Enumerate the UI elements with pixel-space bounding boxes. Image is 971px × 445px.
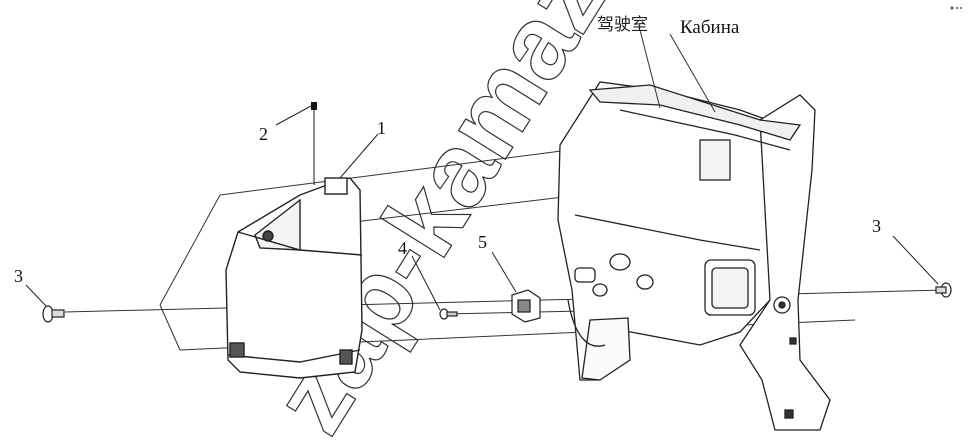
caption-leaders	[639, 29, 716, 113]
callout-3-left: 3	[14, 266, 23, 286]
bolt-part-3-right	[935, 282, 952, 298]
callout-1: 1	[377, 118, 386, 138]
bolt-part-3-left	[42, 305, 65, 323]
callout-3-right: 3	[872, 216, 881, 236]
clip-part-5	[511, 289, 541, 323]
caption-ru: Кабина	[680, 17, 740, 38]
caption-cn: 驾驶室	[597, 15, 648, 35]
callout-leaders	[25, 105, 939, 311]
corner-mark	[956, 7, 958, 9]
callout-4: 4	[398, 238, 407, 258]
corner-panel-part	[225, 177, 363, 379]
callout-5: 5	[478, 232, 487, 252]
callout-2: 2	[259, 124, 268, 144]
screw-part-2	[311, 102, 317, 185]
cabin-frame	[557, 81, 831, 431]
screw-part-4	[439, 308, 458, 320]
corner-mark	[960, 7, 962, 9]
corner-mark	[950, 6, 954, 10]
